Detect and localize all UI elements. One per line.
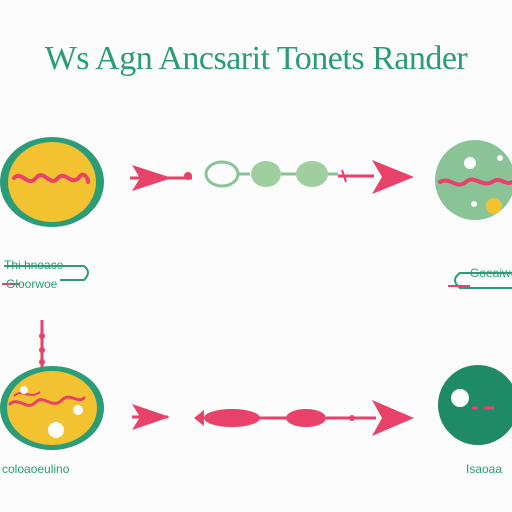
label-row1-left-line2: Gloorwoe xyxy=(6,277,58,291)
cell-yellow-top xyxy=(0,137,104,227)
label-row1-right: Goeaiwes xyxy=(470,266,512,280)
bracket-row1-right xyxy=(448,272,512,289)
chain-vertical-left xyxy=(39,320,45,370)
label-row2-left: coloaoeulino xyxy=(2,462,70,476)
cell-teal-bottom xyxy=(438,365,512,445)
bracket-row1-left xyxy=(2,265,89,285)
label-row2-right: Isaoaa xyxy=(466,462,503,476)
arrow-chain-top xyxy=(130,160,414,194)
cell-green-top xyxy=(435,140,512,220)
cell-yellow-bottom xyxy=(0,366,104,450)
label-row1-left-line1: Thi hnoace xyxy=(4,258,64,272)
diagram-title: Ws Agn Ancsarit Tonets Rander xyxy=(44,40,468,77)
arrow-chain-bottom xyxy=(132,400,414,436)
